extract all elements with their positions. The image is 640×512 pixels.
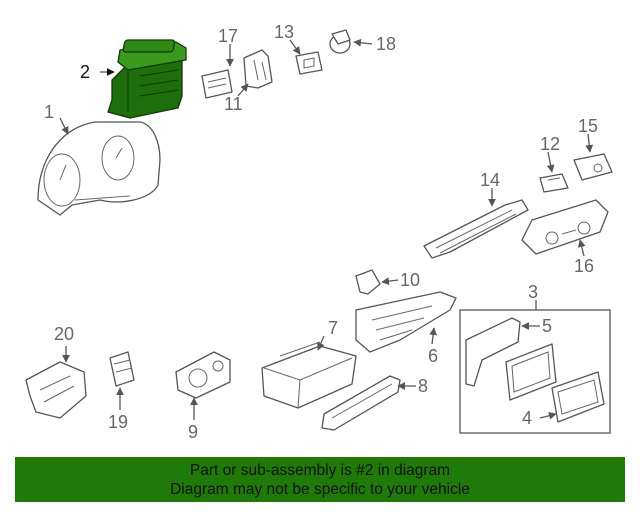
callout-12: 12 [540, 134, 560, 154]
part-8-trim-panel[interactable] [321, 375, 401, 431]
part-13-switch[interactable] [295, 51, 323, 75]
callout-18: 18 [376, 34, 396, 54]
part-19-switch[interactable] [109, 351, 135, 387]
callout-19: 19 [108, 412, 128, 432]
callout-17: 17 [218, 26, 238, 46]
callout-5: 5 [542, 316, 552, 336]
part-16-climate-control[interactable] [521, 199, 609, 255]
part-1-instrument-cluster[interactable] [37, 121, 161, 216]
callout-14: 14 [480, 170, 500, 190]
callout-9: 9 [188, 422, 198, 442]
callout-1: 1 [44, 102, 54, 122]
callout-6: 6 [428, 346, 438, 366]
part-18-sensor[interactable] [329, 29, 351, 54]
banner-line-disclaimer: Diagram may not be specific to your vehi… [170, 481, 470, 498]
part-10-bracket[interactable] [355, 269, 381, 295]
callout-3: 3 [528, 282, 538, 302]
banner-line-part-number: Part or sub-assembly is #2 in diagram [189, 462, 451, 479]
callout-13: 13 [274, 22, 294, 42]
callout-8: 8 [418, 376, 428, 396]
part-11-bracket[interactable] [243, 49, 273, 89]
part-4-frame[interactable] [551, 371, 605, 423]
callout-20: 20 [54, 324, 74, 344]
part-9-light-switch[interactable] [175, 351, 231, 399]
callout-7: 7 [328, 318, 338, 338]
part-20-bracket[interactable] [25, 361, 87, 419]
callout-2: 2 [80, 62, 90, 82]
part-5-bezel[interactable] [465, 317, 521, 387]
callout-11: 11 [224, 94, 243, 114]
callout-16: 16 [574, 256, 594, 276]
parts-diagram: 1 2 3 4 5 6 7 8 9 10 11 12 13 14 15 16 1… [25, 22, 613, 442]
part-15-switch[interactable] [573, 153, 613, 181]
part-14-switch-panel[interactable] [423, 199, 529, 259]
callout-4: 4 [522, 408, 532, 428]
part-2-control-unit[interactable] [107, 39, 187, 119]
part-7-module[interactable] [261, 341, 357, 409]
part-display-screen[interactable] [505, 343, 557, 401]
part-12-switch[interactable] [539, 173, 569, 193]
callout-15: 15 [578, 116, 598, 136]
part-6-mounting-frame[interactable] [355, 291, 457, 353]
part-17-switch[interactable] [201, 69, 233, 99]
callout-10: 10 [400, 270, 420, 290]
info-banner: Part or sub-assembly is #2 in diagram Di… [15, 457, 625, 502]
